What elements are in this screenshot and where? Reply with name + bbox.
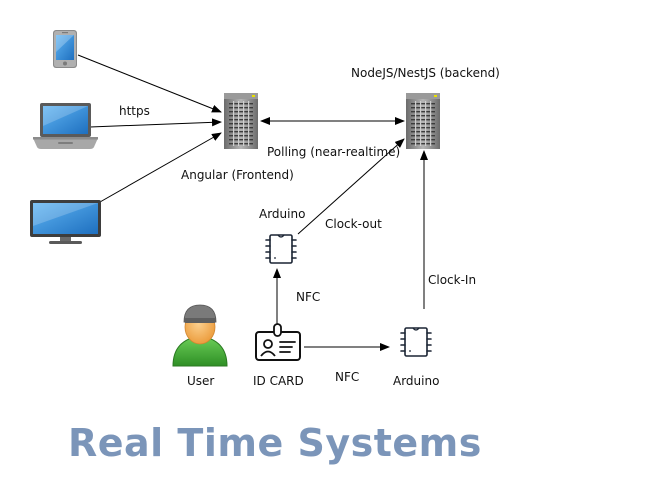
arrow-phone-to-frontend xyxy=(77,54,222,113)
arrow-clock-out xyxy=(297,138,405,235)
label-https: https xyxy=(119,104,150,118)
user-avatar-icon xyxy=(172,304,228,367)
label-backend: NodeJS/NestJS (backend) xyxy=(351,66,500,80)
label-arduino-top: Arduino xyxy=(259,207,305,221)
label-polling: Polling (near-realtime) xyxy=(267,145,400,159)
microchip-top-icon xyxy=(265,234,297,264)
laptop-icon xyxy=(33,103,98,149)
monitor-icon xyxy=(30,200,101,244)
backend-server-icon xyxy=(406,93,440,149)
label-id-card: ID CARD xyxy=(253,374,304,388)
arrow-laptop-to-frontend xyxy=(89,118,222,128)
label-nfc-vertical: NFC xyxy=(296,290,320,304)
microchip-bottom-icon xyxy=(400,327,432,357)
label-nfc-horizontal: NFC xyxy=(335,370,359,384)
label-clock-in: Clock-In xyxy=(428,273,476,287)
smartphone-icon xyxy=(53,30,77,68)
frontend-server-icon xyxy=(224,93,258,149)
diagram-labels: https NodeJS/NestJS (backend) Polling (n… xyxy=(119,66,500,388)
page-title: Real Time Systems xyxy=(68,421,482,465)
id-card-icon xyxy=(255,323,301,361)
label-frontend: Angular (Frontend) xyxy=(181,168,294,182)
label-arduino-bottom: Arduino xyxy=(393,374,439,388)
label-user: User xyxy=(187,374,214,388)
arrow-monitor-to-frontend xyxy=(99,132,222,203)
connectors xyxy=(77,54,428,351)
label-clock-out: Clock-out xyxy=(325,217,382,231)
